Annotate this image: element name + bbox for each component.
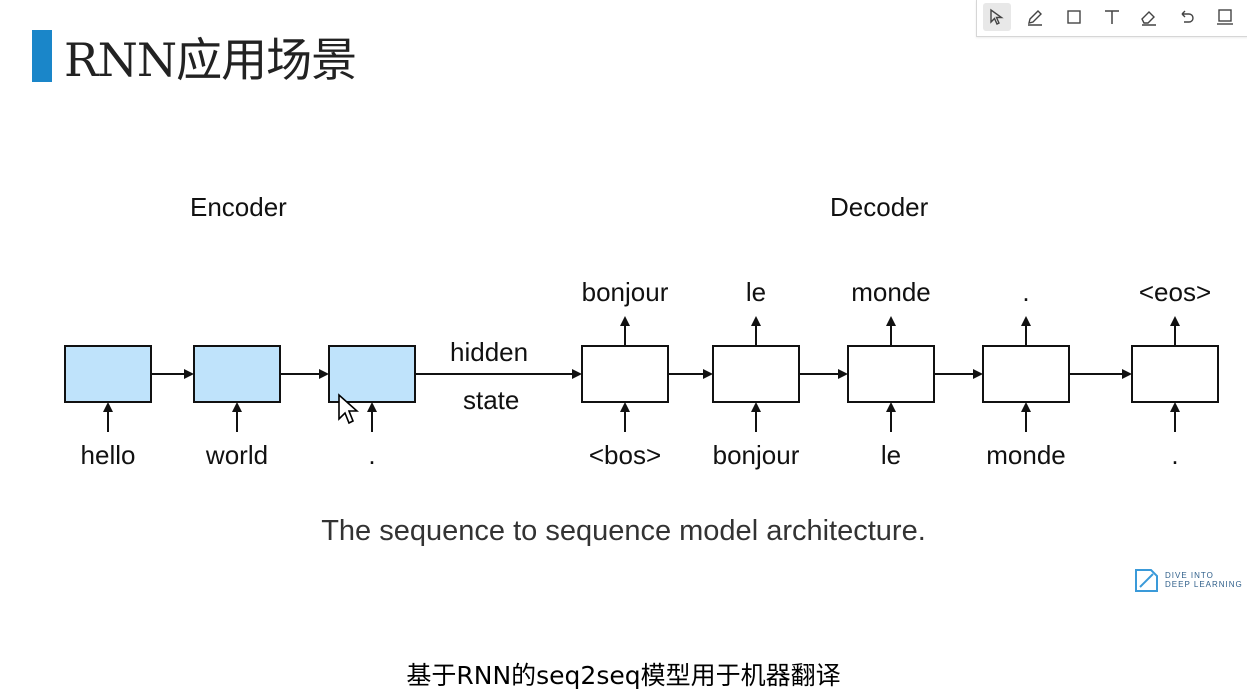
encoder-input-word: . xyxy=(368,440,376,470)
decoder-input-word: monde xyxy=(986,440,1066,470)
annotation-toolbar xyxy=(976,0,1247,37)
slide-title: RNN应用场景 xyxy=(64,33,357,87)
title-accent-bar xyxy=(32,30,52,82)
d2l-logo-icon xyxy=(1135,569,1158,592)
decoder-cell xyxy=(712,345,800,403)
encoder-cell xyxy=(193,345,281,403)
pen-icon[interactable] xyxy=(1021,3,1049,31)
decoder-output-word: bonjour xyxy=(581,277,669,307)
logo-line-1: DIVE INTO xyxy=(1165,571,1214,580)
undo-icon[interactable] xyxy=(1173,3,1201,31)
mouse-cursor-icon xyxy=(338,393,359,425)
decoder-output-word: . xyxy=(1022,277,1030,307)
decoder-input-word: bonjour xyxy=(712,440,800,470)
decoder-cell xyxy=(581,345,669,403)
decoder-input-word: . xyxy=(1171,440,1179,470)
select-icon[interactable] xyxy=(983,3,1011,31)
encoder-label: Encoder xyxy=(190,192,287,222)
state-label: state xyxy=(463,385,520,415)
logo-line-2: DEEP LEARNING xyxy=(1165,580,1243,589)
decoder-cell xyxy=(982,345,1070,403)
logo-text: DIVE INTO DEEP LEARNING xyxy=(1165,571,1243,589)
decoder-output-word: monde xyxy=(851,277,931,307)
rectangle-icon[interactable] xyxy=(1060,3,1088,31)
decoder-output-word: le xyxy=(745,277,767,307)
encoder-input-word: hello xyxy=(80,440,136,470)
encoder-input-word: world xyxy=(205,440,269,470)
eraser-icon[interactable] xyxy=(1135,3,1163,31)
decoder-cell xyxy=(847,345,935,403)
encoder-cell xyxy=(328,345,416,403)
hidden-label: hidden xyxy=(450,337,529,367)
slide-subtitle: 基于RNN的seq2seq模型用于机器翻译 xyxy=(406,661,841,690)
screen-icon[interactable] xyxy=(1211,3,1239,31)
decoder-cell xyxy=(1131,345,1219,403)
diagram-caption: The sequence to sequence model architect… xyxy=(321,515,926,547)
decoder-output-word: <eos> xyxy=(1138,277,1212,307)
decoder-input-word: <bos> xyxy=(588,440,662,470)
text-icon[interactable] xyxy=(1098,3,1126,31)
encoder-cell xyxy=(64,345,152,403)
decoder-label: Decoder xyxy=(830,192,929,222)
decoder-input-word: le xyxy=(880,440,902,470)
